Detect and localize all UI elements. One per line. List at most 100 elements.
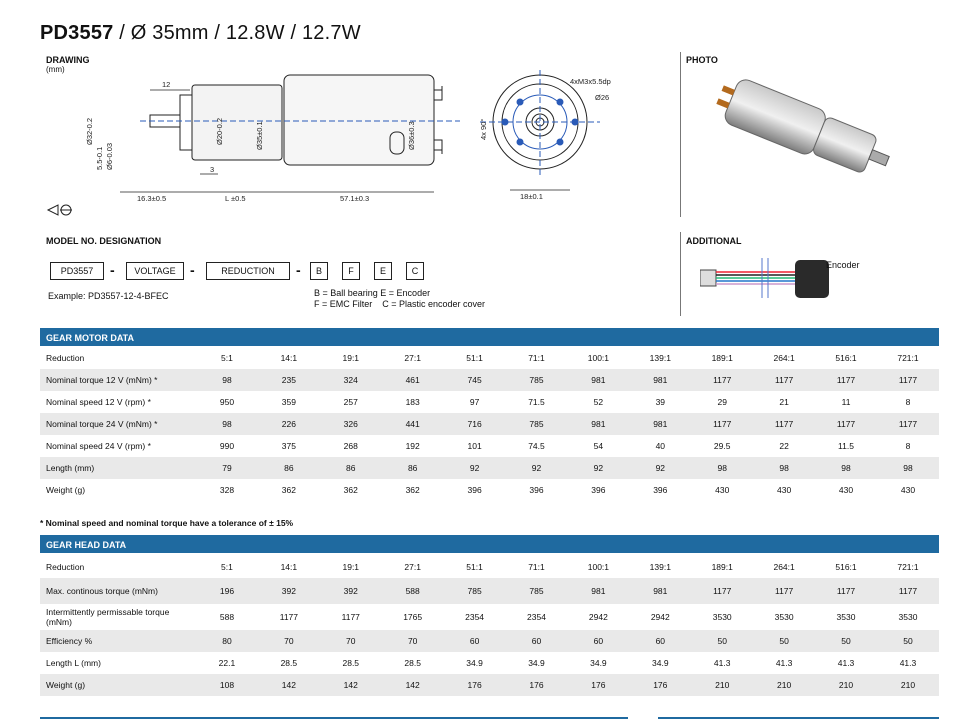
table-cell: 41.3 bbox=[691, 652, 754, 674]
table-cell: 27:1 bbox=[381, 347, 444, 369]
table-cell: 189:1 bbox=[691, 347, 754, 369]
table-cell: 3530 bbox=[691, 604, 754, 630]
table-cell: 1177 bbox=[815, 578, 877, 604]
table-cell: 516:1 bbox=[815, 556, 877, 578]
designation-dash: - bbox=[296, 262, 301, 278]
table-cell: 27:1 bbox=[381, 556, 444, 578]
table-cell: 2354 bbox=[505, 604, 568, 630]
table-cell: 264:1 bbox=[753, 556, 816, 578]
footer-rule bbox=[658, 717, 939, 719]
table-cell: 721:1 bbox=[876, 347, 939, 369]
table-cell: 41.3 bbox=[815, 652, 877, 674]
dim-dia36: Ø36±0.3 bbox=[407, 121, 416, 150]
table-cell: 392 bbox=[257, 578, 320, 604]
dim-18: 18±0.1 bbox=[520, 192, 543, 201]
designation-box-e: E bbox=[374, 262, 392, 280]
table-cell: 142 bbox=[381, 674, 444, 696]
table-cell: 28.5 bbox=[381, 652, 444, 674]
table-cell: 430 bbox=[815, 479, 877, 501]
table-cell: 79 bbox=[196, 457, 258, 479]
table-cell: 981 bbox=[629, 413, 692, 435]
table-cell: 100:1 bbox=[567, 556, 630, 578]
technical-drawing: 12 3 16.3±0.5 L ±0.5 57.1±0.3 18±0.1 4xM… bbox=[46, 70, 611, 216]
model-designation-label: MODEL NO. DESIGNATION bbox=[46, 236, 162, 246]
table-cell: 326 bbox=[319, 413, 382, 435]
table-cell: 98 bbox=[196, 413, 258, 435]
row-label: Efficiency % bbox=[40, 630, 196, 652]
table-cell: 98 bbox=[196, 369, 258, 391]
table-cell: 716 bbox=[443, 413, 506, 435]
table-cell: 1177 bbox=[753, 369, 816, 391]
dim-5-5: 5.5-0.1 bbox=[95, 147, 104, 170]
dim-3: 3 bbox=[210, 165, 214, 174]
table-cell: 210 bbox=[753, 674, 816, 696]
designation-dash: - bbox=[190, 262, 195, 278]
table-cell: 51:1 bbox=[443, 556, 506, 578]
table-cell: 1177 bbox=[876, 413, 939, 435]
table-cell: 11.5 bbox=[815, 435, 877, 457]
gear-head-title: GEAR HEAD DATA bbox=[46, 540, 127, 550]
table-cell: 3530 bbox=[876, 604, 939, 630]
table-cell: 362 bbox=[319, 479, 382, 501]
designation-legend-1: B = Ball bearing E = Encoder bbox=[314, 288, 431, 298]
table-cell: 5:1 bbox=[196, 556, 258, 578]
row-label: Nominal torque 12 V (mNm) * bbox=[40, 369, 196, 391]
row-label: Reduction bbox=[40, 556, 196, 578]
table-cell: 74.5 bbox=[505, 435, 568, 457]
model-name: PD3557 bbox=[40, 22, 114, 44]
table-cell: 139:1 bbox=[629, 556, 692, 578]
row-label: Intermittently permissable torque (mNm) bbox=[40, 604, 196, 630]
table-cell: 29.5 bbox=[691, 435, 754, 457]
table-cell: 1177 bbox=[691, 413, 754, 435]
row-label: Weight (g) bbox=[40, 479, 196, 501]
photo-label: PHOTO bbox=[686, 55, 718, 65]
table-cell: 41.3 bbox=[876, 652, 939, 674]
table-cell: 588 bbox=[381, 578, 444, 604]
dim-16: 16.3±0.5 bbox=[137, 194, 166, 203]
row-label: Weight (g) bbox=[40, 674, 196, 696]
designation-box-voltage: VOLTAGE bbox=[126, 262, 184, 280]
table-cell: 235 bbox=[257, 369, 320, 391]
table-cell: 71:1 bbox=[505, 556, 568, 578]
table-cell: 34.9 bbox=[443, 652, 506, 674]
table-cell: 2942 bbox=[567, 604, 630, 630]
table-cell: 8 bbox=[876, 435, 939, 457]
designation-box-b: B bbox=[310, 262, 328, 280]
table-cell: 40 bbox=[629, 435, 692, 457]
table-cell: 1177 bbox=[753, 578, 816, 604]
table-cell: 441 bbox=[381, 413, 444, 435]
table-cell: 210 bbox=[876, 674, 939, 696]
dim-dia6: Ø6-0.03 bbox=[105, 143, 114, 170]
table-cell: 98 bbox=[753, 457, 816, 479]
row-label: Length (mm) bbox=[40, 457, 196, 479]
table-cell: 1177 bbox=[319, 604, 382, 630]
table-cell: 516:1 bbox=[815, 347, 877, 369]
footer-rule bbox=[40, 717, 628, 719]
table-cell: 264:1 bbox=[753, 347, 816, 369]
designation-box-reduction: REDUCTION bbox=[206, 262, 290, 280]
dim-dia35: Ø35±0.1 bbox=[255, 121, 264, 150]
table-cell: 1177 bbox=[257, 604, 320, 630]
table-cell: 745 bbox=[443, 369, 506, 391]
designation-dash: - bbox=[110, 262, 115, 278]
table-cell: 192 bbox=[381, 435, 444, 457]
table-cell: 430 bbox=[691, 479, 754, 501]
table-cell: 785 bbox=[505, 369, 568, 391]
dim-dia26: Ø26 bbox=[595, 93, 609, 102]
table-cell: 375 bbox=[257, 435, 320, 457]
table-cell: 176 bbox=[505, 674, 568, 696]
table-cell: 98 bbox=[815, 457, 877, 479]
table-cell: 142 bbox=[319, 674, 382, 696]
table-cell: 60 bbox=[567, 630, 630, 652]
table-cell: 362 bbox=[381, 479, 444, 501]
table-cell: 1177 bbox=[876, 369, 939, 391]
encoder-cable-illustration bbox=[700, 258, 829, 298]
